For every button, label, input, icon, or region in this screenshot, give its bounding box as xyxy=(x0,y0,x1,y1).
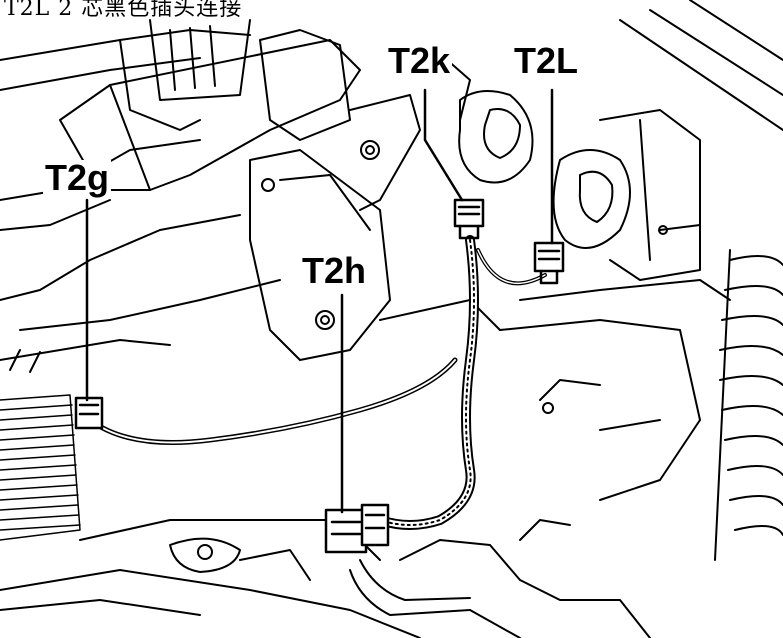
diagram-caption: T2L 2 芯黑色插头连接 xyxy=(4,0,243,21)
right-frame xyxy=(379,0,783,501)
radiator-grille xyxy=(0,394,81,541)
coil-spring xyxy=(714,249,783,561)
wiring-harness xyxy=(87,235,547,530)
label-t2k: T2k xyxy=(386,40,453,81)
connectors xyxy=(74,198,565,554)
leader-lines xyxy=(85,88,554,514)
label-t2g: T2g xyxy=(43,157,112,198)
label-t2h: T2h xyxy=(300,250,369,291)
label-t2l: T2L xyxy=(512,40,581,81)
horn-assembly xyxy=(458,90,701,281)
lower-chassis xyxy=(0,519,651,638)
